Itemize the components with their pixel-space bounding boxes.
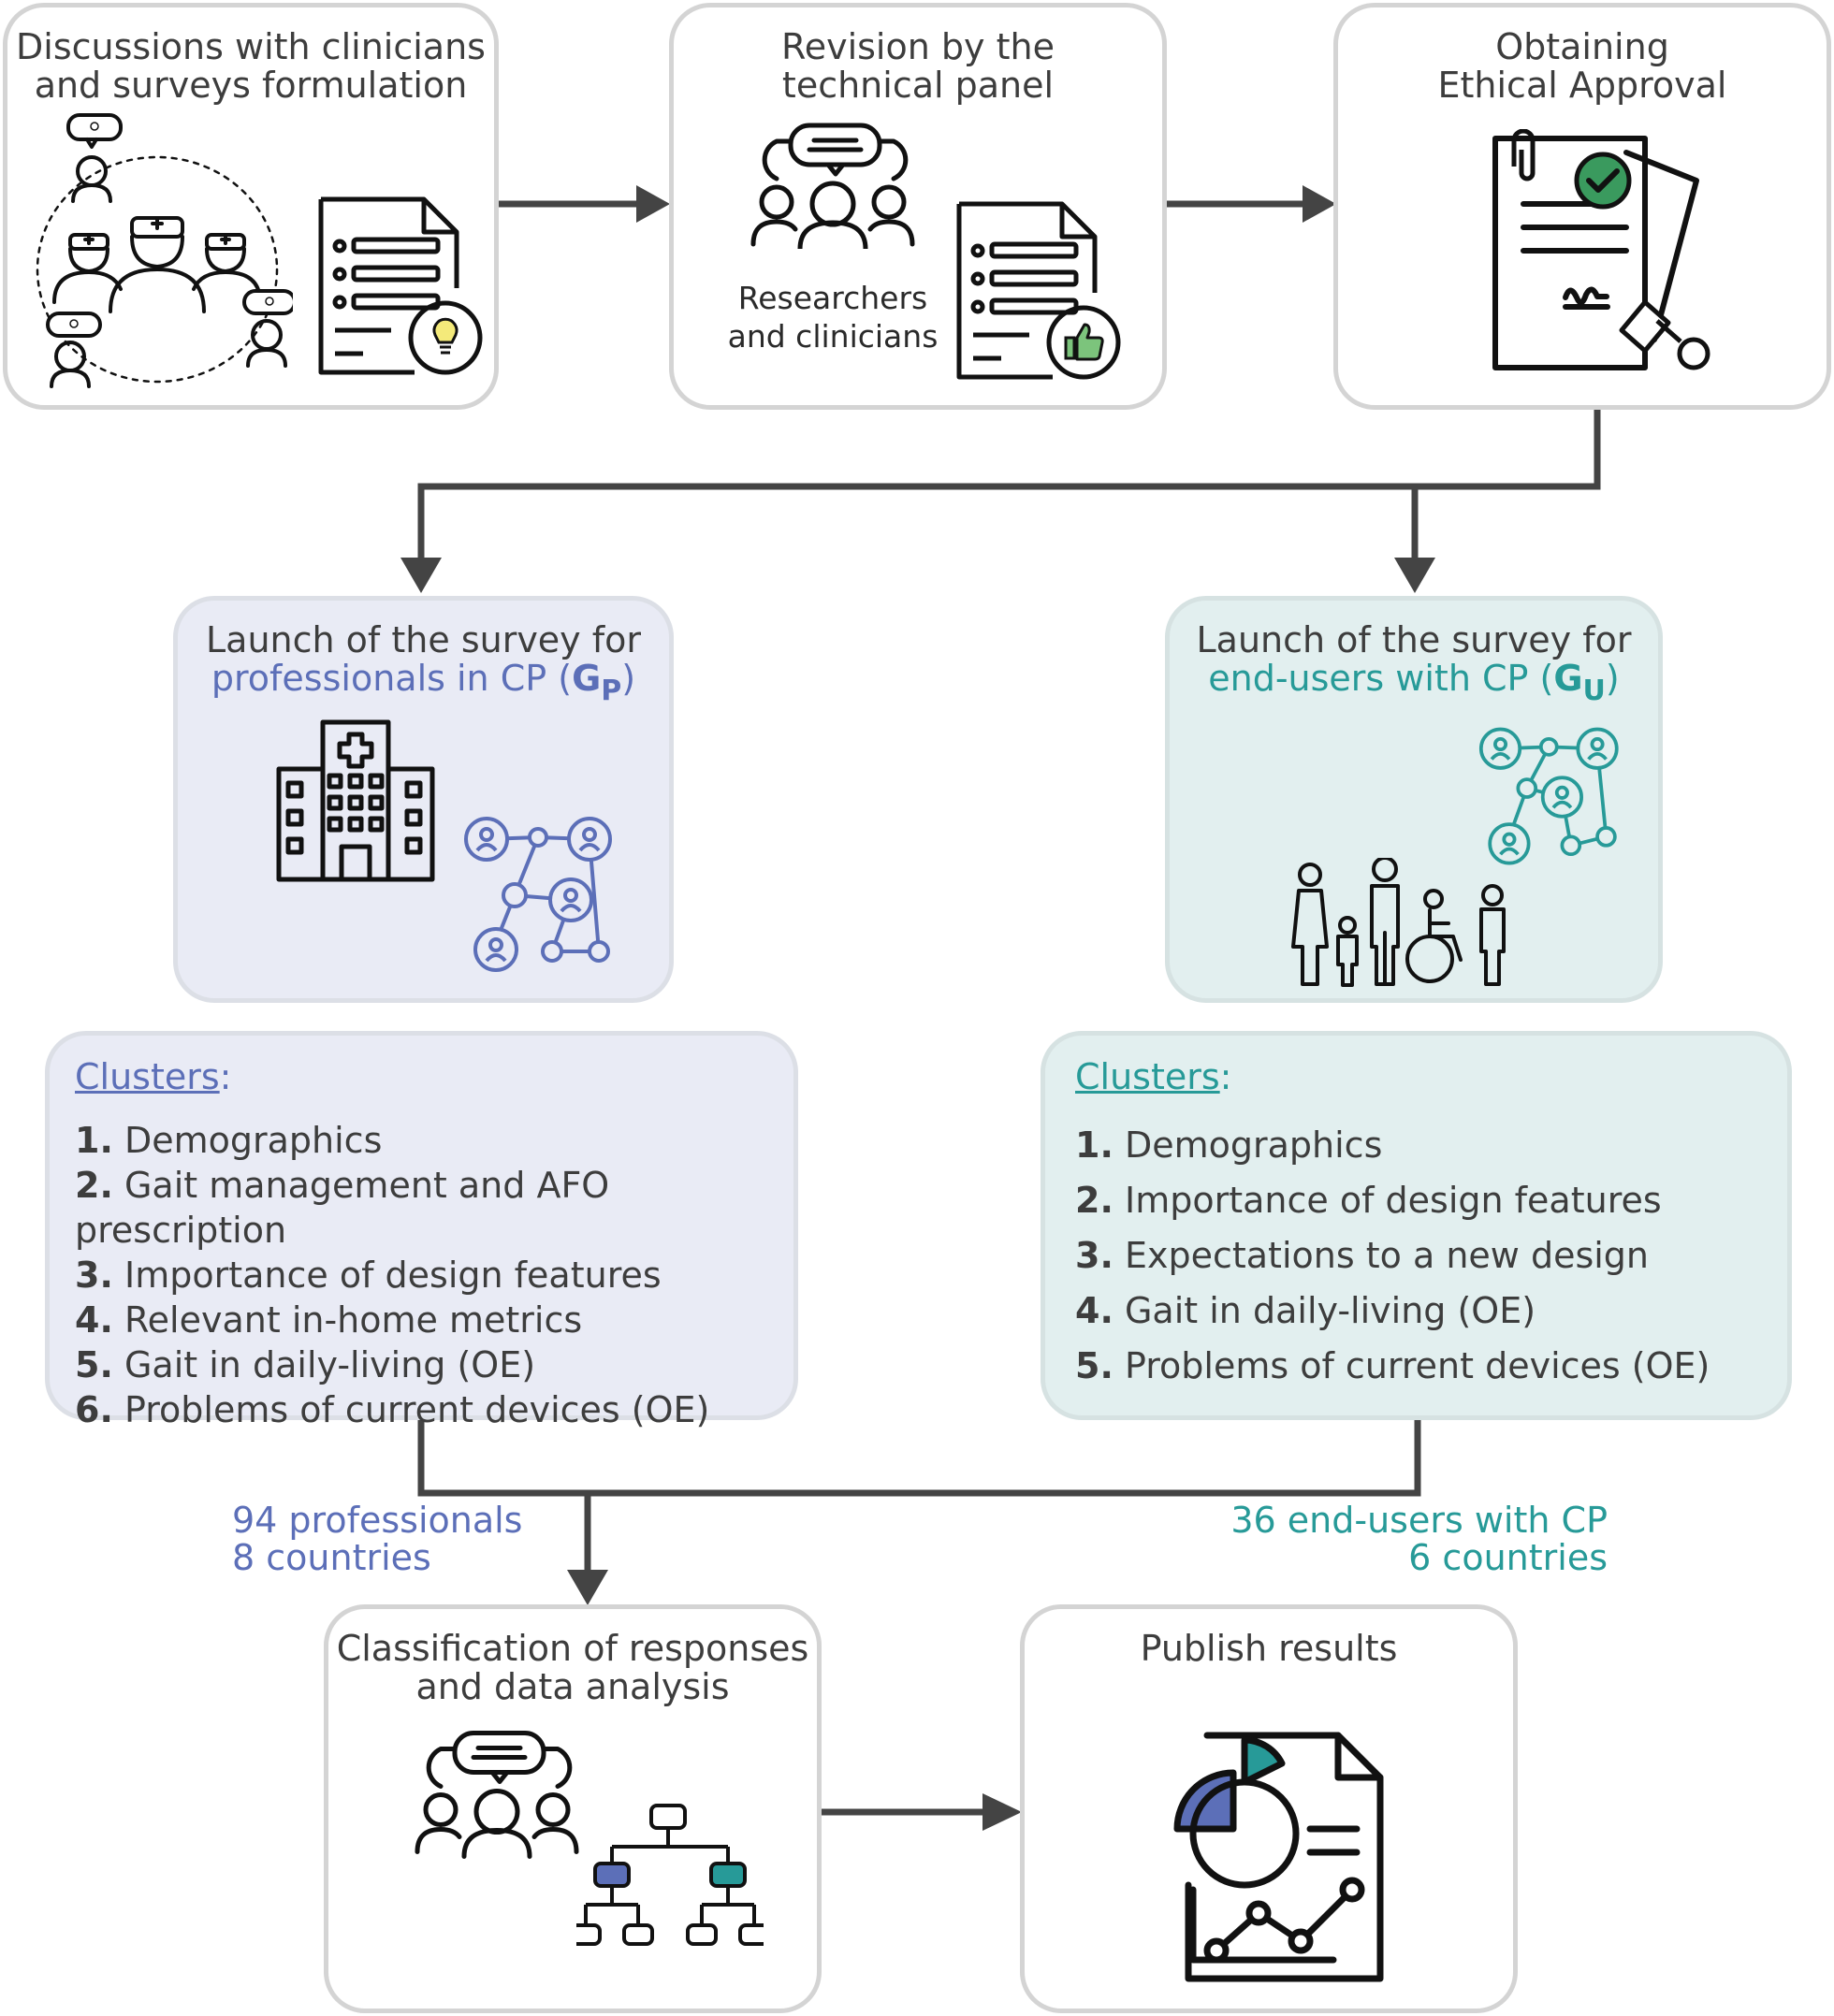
arrowhead (1303, 185, 1336, 223)
arrowhead (567, 1570, 608, 1605)
report-chart-icon (1173, 1732, 1384, 1982)
network-icon (1478, 727, 1619, 865)
approved-document-icon (1492, 129, 1710, 370)
survey-form-icon (318, 196, 483, 375)
hierarchy-icon (576, 1804, 764, 1946)
step-revision-box: Revision by the technical panel Research… (669, 3, 1167, 410)
arrowhead (1394, 558, 1435, 593)
launch-professionals-subtitle: professionals in CP (GP) (211, 658, 636, 708)
list-item: 2. Gait management and AFO prescription (75, 1165, 610, 1251)
launch-professionals-title: Launch of the survey for professionals i… (178, 621, 669, 708)
stamp-icon (1619, 299, 1710, 370)
connector-merge (417, 1420, 1421, 1497)
list-item: 1. Demographics (1075, 1124, 1383, 1166)
family-icon (1291, 858, 1506, 987)
launch-endusers-title: Launch of the survey for end-users with … (1170, 621, 1658, 708)
paperclip-icon (1511, 129, 1536, 181)
clusters-professionals-list: 1. Demographics 2. Gait management and A… (75, 1118, 793, 1432)
thumbs-up-icon (1064, 323, 1104, 361)
clusters-endusers-heading: Clusters: (1075, 1056, 1232, 1097)
step-revision-title: Revision by the technical panel (781, 26, 1055, 106)
step-publish-title: Publish results (1140, 1628, 1398, 1669)
lightbulb-icon (432, 317, 458, 355)
survey-approved-icon (956, 201, 1121, 380)
list-item: 6. Problems of current devices (OE) (75, 1389, 710, 1430)
connector-ethical-split (417, 410, 1601, 561)
step-classification-title: Classification of responses and data ana… (336, 1628, 809, 1707)
list-item: 3. Expectations to a new design (1075, 1235, 1650, 1276)
checkmark-icon (1574, 152, 1632, 210)
step-classification-box: Classification of responses and data ana… (324, 1604, 822, 2013)
step-launch-professionals-box: Launch of the survey for professionals i… (173, 596, 674, 1003)
clusters-professionals-heading: Clusters: (75, 1056, 232, 1097)
list-item: 4. Gait in daily-living (OE) (1075, 1290, 1536, 1331)
stat-professionals: 94 professionals 8 countries (232, 1500, 523, 1578)
discussion-group-icon (415, 1731, 579, 1859)
researchers-label: Researchers and clinicians (727, 280, 939, 355)
launch-endusers-subtitle: end-users with CP (GU) (1208, 658, 1620, 708)
wheelchair-icon (1405, 889, 1463, 983)
arrowhead (982, 1793, 1022, 1831)
network-icon (464, 817, 612, 972)
step-discussions-box: Discussions with clinicians and surveys … (3, 3, 499, 410)
step-publish-box: Publish results (1020, 1604, 1518, 2013)
list-item: 5. Gait in daily-living (OE) (75, 1344, 536, 1385)
clusters-professionals-box: Clusters: 1. Demographics 2. Gait manage… (45, 1031, 798, 1430)
list-item: 4. Relevant in-home metrics (75, 1299, 583, 1341)
discussion-group-icon (750, 123, 915, 249)
step-launch-endusers-box: Launch of the survey for end-users with … (1165, 596, 1663, 1003)
list-item: 1. Demographics (75, 1120, 383, 1161)
step-discussions-title: Discussions with clinicians and surveys … (16, 26, 486, 106)
hospital-icon (276, 719, 435, 882)
arrowhead (636, 185, 670, 223)
list-item: 5. Problems of current devices (OE) (1075, 1345, 1710, 1386)
clinicians-group-icon (36, 113, 293, 388)
clusters-endusers-box: Clusters: 1. Demographics 2. Importance … (1041, 1031, 1792, 1420)
clusters-endusers-list: 1. Demographics 2. Importance of design … (1075, 1118, 1710, 1394)
list-item: 3. Importance of design features (75, 1255, 662, 1296)
list-item: 2. Importance of design features (1075, 1180, 1662, 1221)
arrowhead (400, 558, 442, 593)
step-ethical-title: Obtaining Ethical Approval (1437, 26, 1727, 106)
stat-endusers: 36 end-users with CP 6 countries (1230, 1500, 1608, 1578)
step-ethical-box: Obtaining Ethical Approval (1333, 3, 1831, 410)
